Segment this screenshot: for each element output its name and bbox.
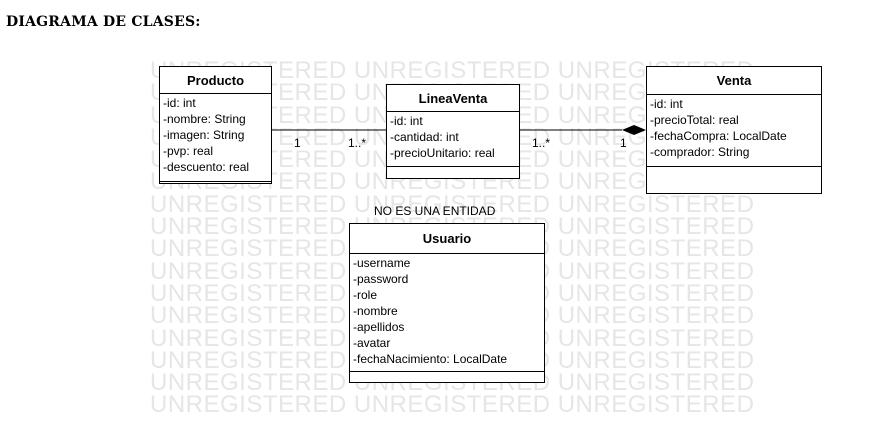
attribute: -cantidad: int	[390, 130, 459, 144]
attribute: -imagen: String	[163, 128, 245, 142]
attribute: -descuento: real	[163, 160, 250, 174]
class-venta[interactable]: Venta -id: int -precioTotal: real -fecha…	[646, 66, 822, 194]
multiplicity-lineaventa-left: 1..*	[348, 136, 367, 150]
attribute: -id: int	[650, 97, 683, 111]
attribute: -role	[353, 288, 378, 302]
attribute: -precioUnitario: real	[390, 146, 495, 160]
class-attributes: -id: int -cantidad: int -precioUnitario:…	[387, 112, 519, 167]
attribute: -pvp: real	[163, 144, 214, 158]
attribute: -id: int	[163, 96, 196, 110]
class-attributes: -username -password -role -nombre -apell…	[350, 254, 544, 372]
attribute: -comprador: String	[650, 145, 750, 159]
attribute: -avatar	[353, 336, 391, 350]
attribute: -username	[353, 256, 411, 270]
attribute: -fechaNacimiento: LocalDate	[353, 352, 508, 366]
class-name: LineaVenta	[387, 85, 519, 112]
attribute: -nombre: String	[163, 112, 246, 126]
class-attributes: -id: int -nombre: String -imagen: String…	[160, 94, 271, 182]
multiplicity-lineaventa-right: 1..*	[532, 136, 551, 150]
class-producto[interactable]: Producto -id: int -nombre: String -image…	[159, 66, 272, 184]
attribute: -fechaCompra: LocalDate	[650, 129, 787, 143]
page-title: DIAGRAMA DE CLASES:	[6, 14, 201, 30]
usuario-note: NO ES UNA ENTIDAD	[374, 204, 496, 218]
class-name: Venta	[647, 67, 821, 95]
attribute: -id: int	[390, 114, 423, 128]
attribute: -nombre	[353, 304, 398, 318]
class-name: Usuario	[350, 224, 544, 254]
attribute: -password	[353, 272, 409, 286]
class-name: Producto	[160, 67, 271, 94]
multiplicity-producto-side: 1	[294, 136, 301, 150]
composition-diamond-icon	[622, 125, 646, 135]
class-usuario[interactable]: Usuario -username -password -role -nombr…	[349, 223, 545, 383]
attribute: -precioTotal: real	[650, 113, 739, 127]
multiplicity-venta-side: 1	[620, 136, 627, 150]
attribute: -apellidos	[353, 320, 405, 334]
class-lineaventa[interactable]: LineaVenta -id: int -cantidad: int -prec…	[386, 84, 520, 179]
class-attributes: -id: int -precioTotal: real -fechaCompra…	[647, 95, 821, 167]
